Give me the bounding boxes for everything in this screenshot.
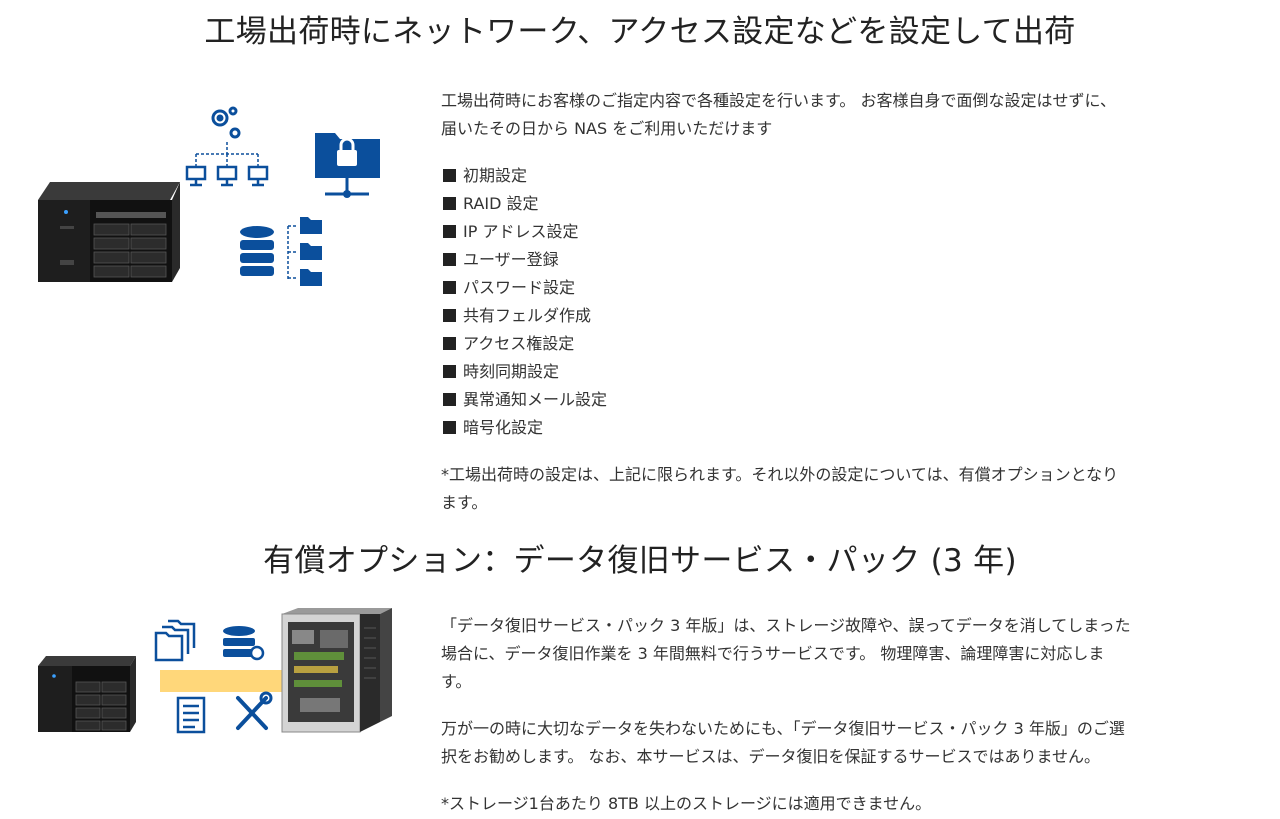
tools-icon xyxy=(236,691,273,730)
square-bullet-icon xyxy=(443,225,456,238)
gear-icon xyxy=(211,106,241,139)
section1-title: 工場出荷時にネットワーク、アクセス設定などを設定して出荷 xyxy=(204,14,1076,50)
nas-device xyxy=(38,656,136,732)
square-bullet-icon xyxy=(443,281,456,294)
folder-icon xyxy=(154,619,196,662)
list-item: ユーザー登録 xyxy=(441,246,1251,274)
square-bullet-icon xyxy=(443,421,456,434)
list-item: アクセス権設定 xyxy=(441,330,1251,358)
note-line-1: *工場出荷時の設定は、上記に限られます。それ以外の設定については、有償オプション… xyxy=(441,465,1119,484)
list-item: 初期設定 xyxy=(441,162,1251,190)
note-line-2: ます。 xyxy=(441,493,488,512)
list-item: 共有フェルダ作成 xyxy=(441,302,1251,330)
section1-intro: 工場出荷時にお客様のご指定内容で各種設定を行います。 お客様自身で面倒な設定はせ… xyxy=(441,87,1251,143)
section2-note: *ストレージ1台あたり 8TB 以上のストレージには適用できません。 xyxy=(441,794,932,813)
intro-line-2: 届いたその日から NAS をご利用いただけます xyxy=(441,119,773,138)
section1-illustration xyxy=(38,106,380,286)
section2-illustration xyxy=(38,608,392,734)
server-tower xyxy=(281,608,392,733)
square-bullet-icon xyxy=(443,337,456,350)
nas-device xyxy=(38,182,180,282)
lock-folder-icon xyxy=(315,133,380,198)
list-item: 暗号化設定 xyxy=(441,414,1251,442)
section2-text: 「データ復旧サービス・パック 3 年版」は、ストレージ故障や、誤ってデータを消し… xyxy=(441,612,1251,818)
square-bullet-icon xyxy=(443,365,456,378)
section1-text: 工場出荷時にお客様のご指定内容で各種設定を行います。 お客様自身で面倒な設定はせ… xyxy=(441,87,1251,517)
folder-icon xyxy=(300,217,322,286)
list-item: パスワード設定 xyxy=(441,274,1251,302)
list-item: 異常通知メール設定 xyxy=(441,386,1251,414)
square-bullet-icon xyxy=(443,169,456,182)
database-icon xyxy=(240,226,274,276)
network-tree-icon xyxy=(195,142,259,166)
square-bullet-icon xyxy=(443,197,456,210)
document-icon xyxy=(176,696,206,734)
folder-tree-icon xyxy=(287,217,322,286)
settings-list: 初期設定 RAID 設定 IP アドレス設定 ユーザー登録 パスワード設定 共有… xyxy=(441,162,1251,442)
square-bullet-icon xyxy=(443,393,456,406)
section2-title: 有償オプション：データ復旧サービス・パック (3 年) xyxy=(263,543,1017,579)
section1-note: *工場出荷時の設定は、上記に限られます。それ以外の設定については、有償オプション… xyxy=(441,461,1251,517)
list-item: 時刻同期設定 xyxy=(441,358,1251,386)
square-bullet-icon xyxy=(443,253,456,266)
square-bullet-icon xyxy=(443,309,456,322)
section2-paragraph-2: 万が一の時に大切なデータを失わないためにも、「データ復旧サービス・パック 3 年… xyxy=(441,719,1125,766)
list-item: IP アドレス設定 xyxy=(441,218,1251,246)
database-icon xyxy=(223,626,265,661)
intro-line-1: 工場出荷時にお客様のご指定内容で各種設定を行います。 お客様自身で面倒な設定はせ… xyxy=(441,91,1117,110)
section2-paragraph-1: 「データ復旧サービス・パック 3 年版」は、ストレージ故障や、誤ってデータを消し… xyxy=(441,616,1131,691)
list-item: RAID 設定 xyxy=(441,190,1251,218)
monitor-icon xyxy=(185,165,269,187)
